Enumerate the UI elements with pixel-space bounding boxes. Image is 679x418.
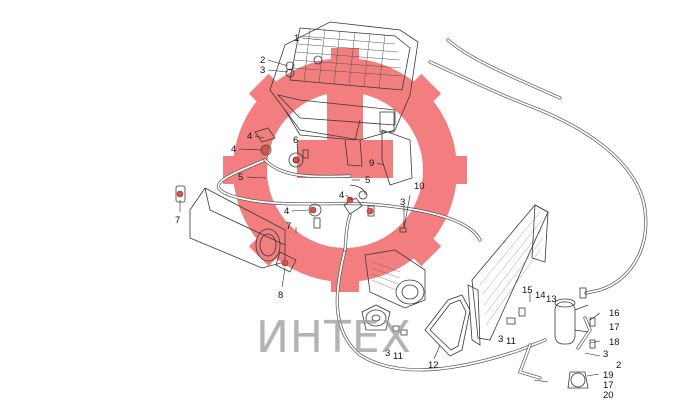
compressor <box>364 249 426 309</box>
callout-5b: 5 <box>365 175 370 186</box>
callout-13: 13 <box>546 294 557 305</box>
receiver-drier <box>554 287 589 389</box>
callout-4a: 4 <box>247 131 252 142</box>
callout-17b: 17 <box>603 380 614 391</box>
callout-12: 12 <box>428 360 439 371</box>
callout-8: 8 <box>278 290 283 301</box>
callout-3c: 3 <box>603 349 608 360</box>
callout-labels: 1 2 3 4 4 5 6 9 5 4 10 7 4 7 3 8 15 14 1… <box>175 33 621 401</box>
callout-2b: 2 <box>616 360 621 371</box>
fittings <box>254 55 413 233</box>
callout-7a: 7 <box>175 215 180 226</box>
callout-9: 9 <box>369 158 374 169</box>
watermark-gear-icon <box>223 48 467 292</box>
callout-3b: 3 <box>400 197 405 208</box>
watermark-brand-text: ИНТЕХ <box>256 312 412 363</box>
callout-4c: 4 <box>339 190 344 201</box>
callout-18: 18 <box>609 337 620 348</box>
callout-7b: 7 <box>286 221 291 232</box>
callout-4b: 4 <box>231 144 236 155</box>
hvac-box <box>269 21 419 167</box>
callout-11a: 11 <box>506 336 516 347</box>
callout-3e: 3 <box>385 348 390 359</box>
callout-3: 3 <box>260 65 265 76</box>
callout-3d: 3 <box>498 334 503 345</box>
air-duct <box>175 185 297 273</box>
callout-4d: 4 <box>284 206 289 217</box>
leader-lines <box>179 37 601 377</box>
hose-clamps <box>176 146 374 267</box>
condenser <box>467 204 549 346</box>
callout-10: 10 <box>414 181 425 192</box>
callout-5a: 5 <box>238 172 243 183</box>
callout-19: 19 <box>603 370 614 381</box>
callout-20: 20 <box>603 390 614 401</box>
callout-16: 16 <box>609 308 620 319</box>
callout-1: 1 <box>294 33 299 44</box>
drive-belt <box>424 294 471 357</box>
callout-15: 15 <box>522 285 533 296</box>
callout-2: 2 <box>260 55 265 66</box>
callout-11b: 11 <box>393 351 403 362</box>
callout-17a: 17 <box>609 322 620 333</box>
callout-14: 14 <box>535 290 546 301</box>
idler-pulley <box>361 304 391 331</box>
refrigerant-lines <box>216 38 648 380</box>
callout-6: 6 <box>293 135 298 146</box>
